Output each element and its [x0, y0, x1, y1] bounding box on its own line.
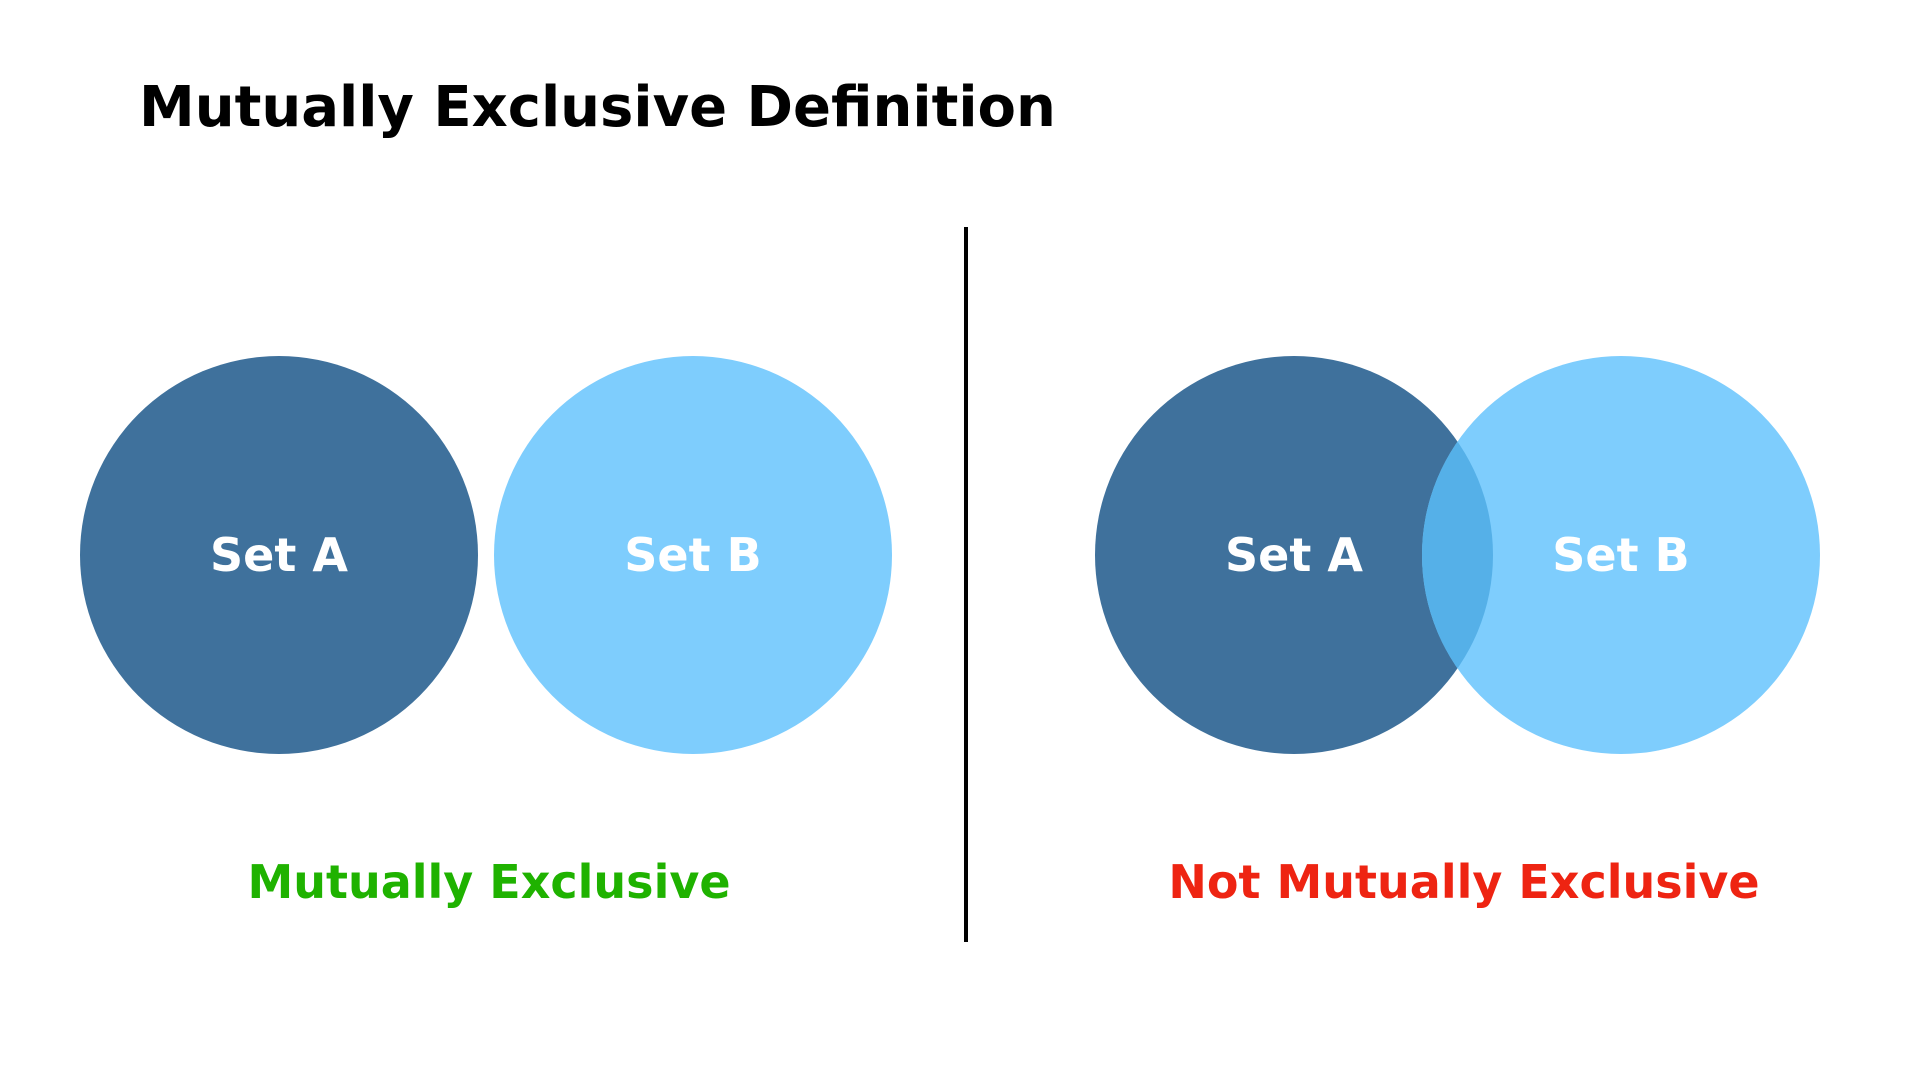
overlapping-set-b-label: Set B	[1552, 528, 1689, 582]
exclusive-set-b-circle	[494, 356, 892, 754]
exclusive-set-a-label: Set A	[210, 528, 348, 582]
exclusive-panel: Set A Set B Mutually Exclusive	[80, 356, 892, 909]
overlapping-panel: Set A Set B Not Mutually Exclusive	[1095, 356, 1820, 909]
overlapping-caption: Not Mutually Exclusive	[1168, 855, 1759, 909]
exclusive-caption: Mutually Exclusive	[247, 855, 730, 909]
overlapping-set-b-circle	[1422, 356, 1820, 754]
exclusive-set-a-circle	[80, 356, 478, 754]
exclusive-set-b-label: Set B	[624, 528, 761, 582]
overlapping-set-a-circle	[1095, 356, 1493, 754]
page-title: Mutually Exclusive Definition	[139, 75, 1056, 140]
overlapping-set-a-label: Set A	[1225, 528, 1363, 582]
